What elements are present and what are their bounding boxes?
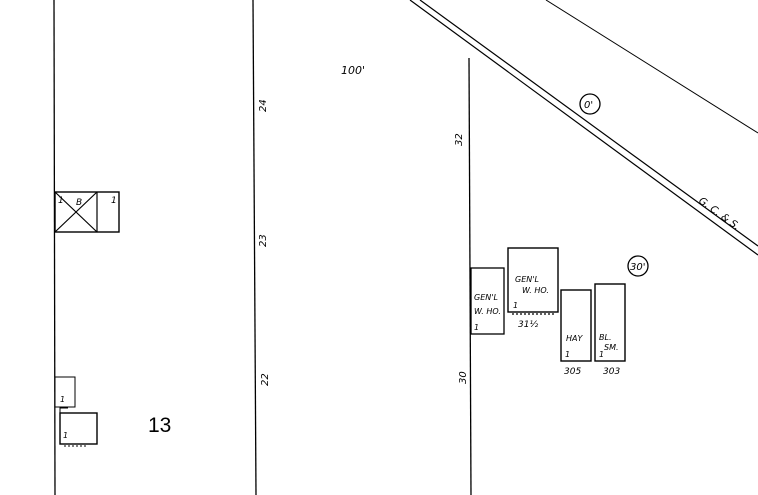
block-number: 13	[148, 414, 171, 437]
svg-text:1: 1	[565, 350, 570, 359]
svg-text:1: 1	[60, 395, 65, 404]
street-number-24: 24	[258, 99, 269, 112]
warehouse-left: GEN'L W. HO. 1	[470, 267, 505, 335]
x-building: 1 B 1	[54, 191, 120, 233]
svg-text:BL.: BL.	[599, 333, 612, 342]
hay-building: HAY 1 305	[560, 289, 592, 377]
lot-line-center	[252, 0, 257, 495]
blacksmith-building: BL. SM. 1 303	[594, 283, 626, 377]
svg-text:HAY: HAY	[566, 334, 583, 343]
svg-text:W. HO.: W. HO.	[474, 307, 501, 316]
street-number-32: 32	[454, 133, 465, 146]
svg-text:31½: 31½	[518, 320, 538, 330]
svg-text:1: 1	[474, 323, 479, 332]
dimension-top: 100'	[341, 64, 365, 77]
lot-line-right	[468, 57, 472, 495]
svg-text:1: 1	[63, 431, 68, 440]
svg-text:GEN'L: GEN'L	[515, 275, 539, 284]
street-number-30: 30	[458, 371, 469, 384]
street-number-23: 23	[258, 234, 269, 247]
circle-top: 0'	[579, 93, 601, 115]
svg-text:W. HO.: W. HO.	[522, 286, 549, 295]
svg-text:30': 30'	[630, 262, 645, 273]
svg-text:1: 1	[599, 350, 604, 359]
svg-text:1: 1	[111, 196, 117, 206]
svg-text:GEN'L: GEN'L	[474, 293, 498, 302]
street-number-22: 22	[260, 373, 271, 386]
small-building-lower: 1	[59, 407, 98, 447]
svg-text:SM.: SM.	[604, 343, 619, 352]
circle-right: 30'	[627, 255, 649, 277]
lot-line-left	[53, 0, 56, 495]
svg-text:1: 1	[58, 196, 64, 206]
railroad	[409, 0, 758, 256]
svg-text:0': 0'	[584, 100, 593, 111]
svg-text:1: 1	[513, 301, 518, 310]
svg-text:303: 303	[603, 367, 620, 377]
warehouse-right: GEN'L W. HO. 1 31½	[507, 247, 559, 330]
small-building-upper: 1	[54, 376, 76, 408]
svg-text:B: B	[76, 198, 82, 208]
svg-text:305: 305	[564, 367, 581, 377]
